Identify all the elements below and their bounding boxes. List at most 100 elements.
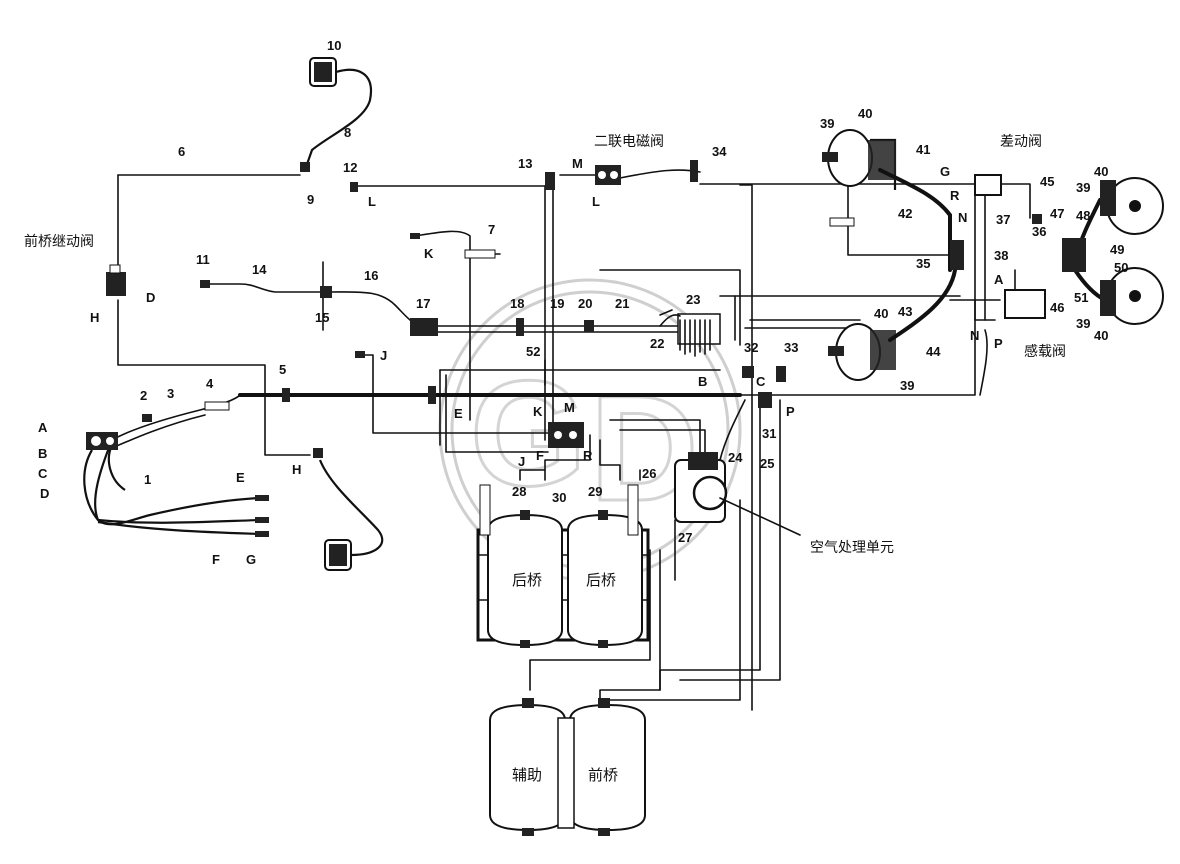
part-42: 42 bbox=[898, 206, 912, 221]
tank-rear-left bbox=[487, 510, 563, 648]
part-26b: 26 bbox=[642, 466, 656, 481]
part-17: 17 bbox=[416, 296, 430, 311]
part-49: 49 bbox=[1110, 242, 1124, 257]
front-brake-chamber-lower bbox=[313, 448, 384, 571]
label-tank-rear-left: 后桥 bbox=[512, 571, 542, 589]
port-K-center: K bbox=[533, 404, 543, 419]
port-J-lower: J bbox=[518, 454, 525, 469]
part-5: 5 bbox=[279, 362, 286, 377]
part-23: 23 bbox=[686, 292, 700, 307]
label-tank-aux: 辅助 bbox=[512, 766, 542, 784]
port-G-rear: G bbox=[940, 164, 950, 179]
part-32: 32 bbox=[744, 340, 758, 355]
label-load-sensing-valve: 感载阀 bbox=[1024, 343, 1066, 360]
part-6: 6 bbox=[178, 144, 185, 159]
part-48: 48 bbox=[1076, 208, 1090, 223]
part-9: 9 bbox=[307, 192, 314, 207]
part-14: 14 bbox=[252, 262, 267, 277]
port-P-rear: P bbox=[994, 336, 1003, 351]
part-38: 38 bbox=[994, 248, 1008, 263]
part-3: 3 bbox=[167, 386, 174, 401]
port-R-rear: R bbox=[950, 188, 960, 203]
front-relay-valve bbox=[106, 264, 126, 296]
part-11: 11 bbox=[196, 252, 210, 267]
port-F-center: F bbox=[536, 448, 544, 463]
part-39c: 39 bbox=[1076, 180, 1090, 195]
part-numbers: 1 2 3 4 5 6 7 8 9 10 11 12 13 14 15 16 1… bbox=[140, 38, 1128, 545]
part-7: 7 bbox=[488, 222, 495, 237]
part-37: 37 bbox=[996, 212, 1010, 227]
port-N-lower: N bbox=[970, 328, 979, 343]
part-2: 2 bbox=[140, 388, 147, 403]
part-40b: 40 bbox=[874, 306, 888, 321]
rear-chamber-upper-left bbox=[822, 129, 952, 272]
tank-rear-right bbox=[479, 484, 643, 648]
part-10: 10 bbox=[327, 38, 341, 53]
air-processing-unit-shape bbox=[674, 452, 801, 536]
dual-solenoid-valve bbox=[595, 165, 621, 185]
part-50: 50 bbox=[1114, 260, 1128, 275]
port-C: C bbox=[38, 466, 48, 481]
port-H-relay: H bbox=[90, 310, 99, 325]
part-29: 29 bbox=[588, 484, 602, 499]
pipe-network bbox=[111, 169, 1031, 711]
valve-cluster-right bbox=[742, 366, 786, 408]
part-15: 15 bbox=[315, 310, 329, 325]
part-39b: 39 bbox=[900, 378, 914, 393]
label-front-relay-valve: 前桥继动阀 bbox=[24, 233, 94, 250]
part-44: 44 bbox=[926, 344, 941, 359]
rear-chamber-upper-right bbox=[1073, 177, 1164, 262]
port-G: G bbox=[246, 552, 256, 567]
part-40d: 40 bbox=[1094, 328, 1108, 343]
part-45: 45 bbox=[1040, 174, 1054, 189]
part-43: 43 bbox=[898, 304, 912, 319]
part-19: 19 bbox=[550, 296, 564, 311]
part-39a: 39 bbox=[820, 116, 834, 131]
label-differential-valve: 差动阀 bbox=[1000, 134, 1042, 150]
valve-cluster-center bbox=[548, 422, 584, 448]
valves-right-cluster bbox=[829, 174, 1086, 319]
coil-block-23 bbox=[659, 313, 721, 357]
port-B-right: B bbox=[698, 374, 707, 389]
part-31: 31 bbox=[762, 426, 776, 441]
part-40a: 40 bbox=[858, 106, 872, 121]
part-25: 25 bbox=[760, 456, 774, 471]
part-39d: 39 bbox=[1076, 316, 1090, 331]
part-40c: 40 bbox=[1094, 164, 1108, 179]
label-air-processing-unit: 空气处理单元 bbox=[810, 540, 894, 556]
part-33: 33 bbox=[784, 340, 798, 355]
part-12: 12 bbox=[343, 160, 357, 175]
part-24: 24 bbox=[728, 450, 743, 465]
tank-front bbox=[557, 698, 646, 836]
part-20: 20 bbox=[578, 296, 592, 311]
part-34: 34 bbox=[712, 144, 727, 159]
port-N-upper: N bbox=[958, 210, 967, 225]
front-brake-chamber-upper bbox=[300, 57, 373, 172]
part-13: 13 bbox=[518, 156, 532, 171]
part-41: 41 bbox=[916, 142, 930, 157]
port-E-center: E bbox=[454, 406, 463, 421]
fittings bbox=[200, 160, 698, 358]
part-36: 36 bbox=[1032, 224, 1046, 239]
part-51: 51 bbox=[1074, 290, 1088, 305]
port-R-center: R bbox=[583, 448, 593, 463]
port-A: A bbox=[38, 420, 48, 435]
part-21: 21 bbox=[615, 296, 629, 311]
port-J-left: J bbox=[380, 348, 387, 363]
port-P-right: P bbox=[786, 404, 795, 419]
label-tank-rear-right: 后桥 bbox=[586, 571, 616, 589]
part-30: 30 bbox=[552, 490, 566, 505]
part-28: 28 bbox=[512, 484, 526, 499]
part-1: 1 bbox=[144, 472, 151, 487]
part-52: 52 bbox=[526, 344, 540, 359]
port-H-lower: H bbox=[292, 462, 301, 477]
port-F: F bbox=[212, 552, 220, 567]
port-L-left: L bbox=[368, 194, 376, 209]
port-C-right: C bbox=[756, 374, 766, 389]
port-B: B bbox=[38, 446, 47, 461]
port-M-top: M bbox=[572, 156, 583, 171]
rear-chamber-lower-right bbox=[1073, 267, 1164, 325]
component-labels: 前桥继动阀 二联电磁阀 差动阀 感载阀 空气处理单元 后桥 后桥 辅助 前桥 bbox=[24, 134, 1066, 784]
